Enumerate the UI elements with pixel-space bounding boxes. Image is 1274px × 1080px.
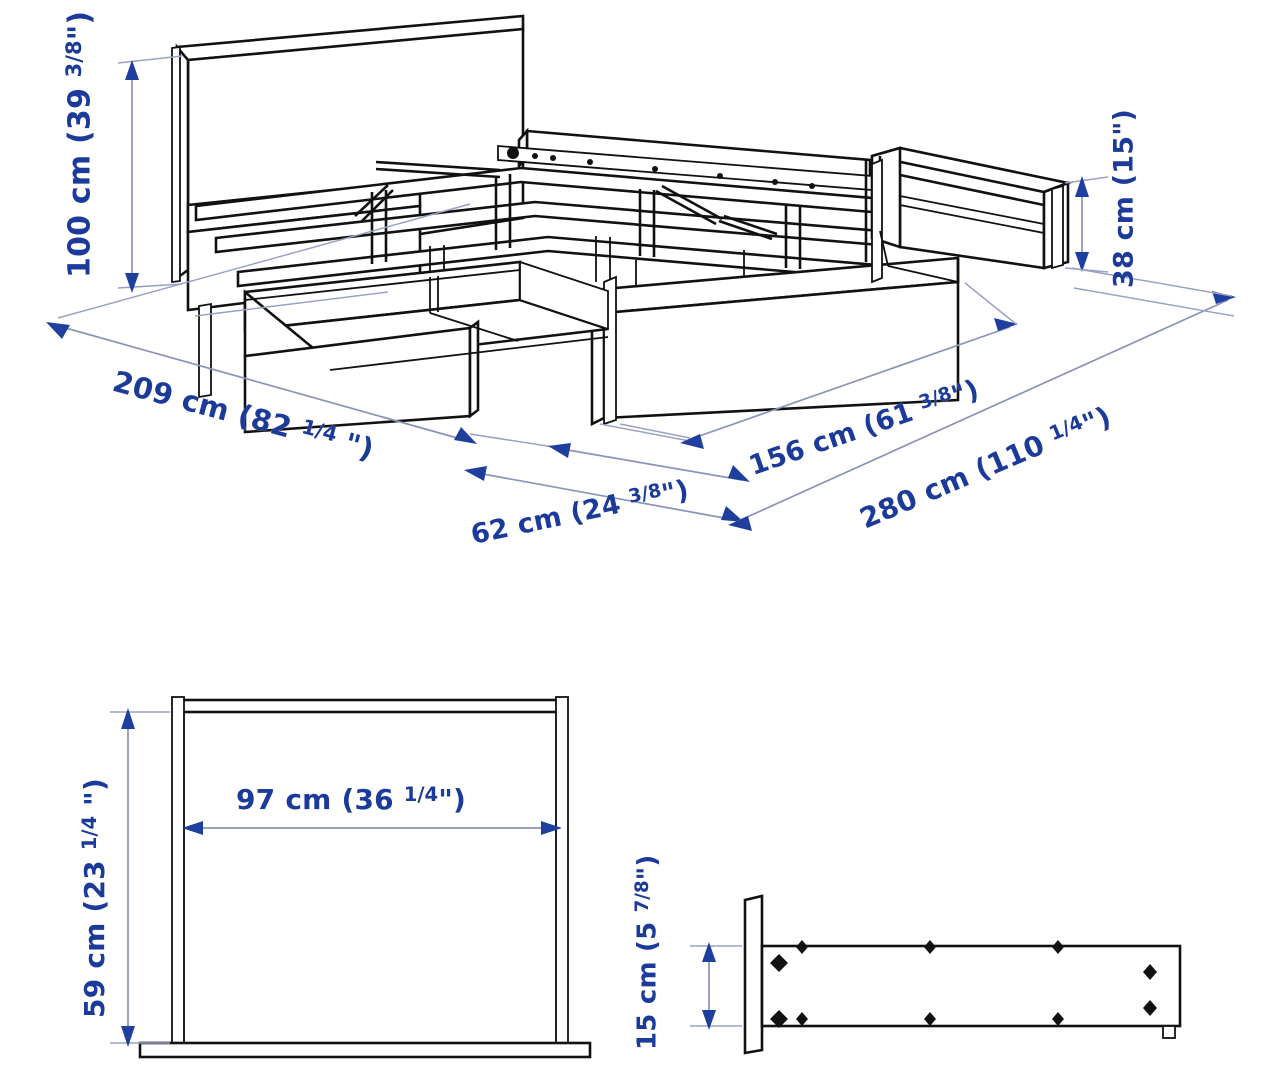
dimension-label-100cm: 100 cm (39 3/8") — [62, 10, 98, 278]
dimension-97cm — [182, 821, 562, 835]
dimension-label-97cm: 97 cm (36 1/4") — [236, 783, 466, 816]
dimension-156cm — [619, 282, 1018, 449]
dimension-209cm — [46, 203, 477, 444]
side-storage-drawer — [864, 146, 1073, 284]
front-storage-drawer — [243, 260, 609, 434]
dimension-280cm — [728, 267, 1236, 531]
headboard-front-view — [138, 696, 592, 1059]
dimension-label-15cm: 15 cm (5 7/8") — [632, 854, 663, 1050]
side-rail-view — [743, 894, 1182, 1055]
dimension-100cm — [117, 55, 183, 293]
dimension-15cm — [690, 942, 742, 1030]
slatted-bed-base — [194, 127, 890, 300]
dimension-62cm — [464, 423, 750, 522]
dimension-label-59cm: 59 cm (23 1/4 ") — [78, 778, 111, 1018]
dimension-59cm — [110, 708, 170, 1047]
dimension-label-38cm: 38 cm (15") — [1108, 108, 1140, 288]
bed-right-rail — [879, 230, 960, 283]
